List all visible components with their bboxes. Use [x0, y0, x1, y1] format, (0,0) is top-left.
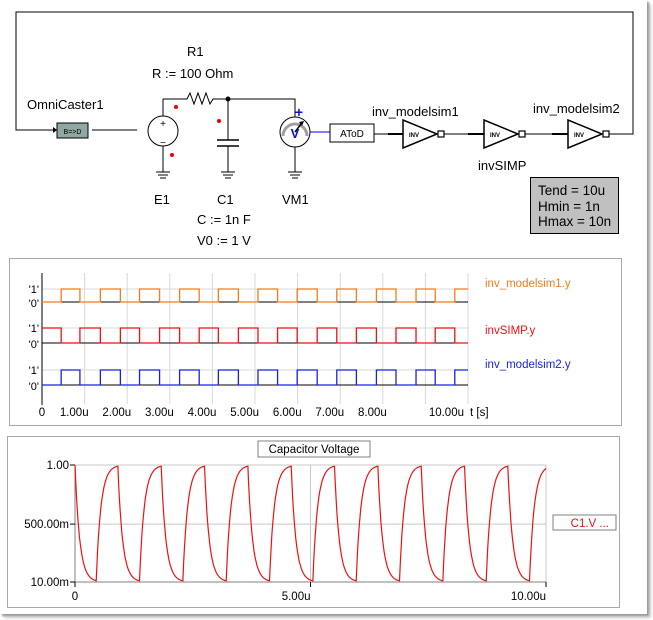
input-arrow-icon [53, 127, 57, 133]
inverter2-label: invSIMP [478, 158, 526, 173]
digital-waveform-panel[interactable]: '1' '0' '1' '0' '1' '0' inv_modelsim1.y invSIMP… [9, 258, 622, 426]
level-label-1: '1' [29, 284, 39, 296]
capacitor-c1[interactable] [217, 99, 239, 179]
waveform-inv-modelsim2-y [42, 369, 468, 386]
x-tick-label: 7.00u [315, 407, 344, 419]
chart-title-box [257, 440, 371, 458]
x-tick-label: 0 [72, 591, 78, 603]
digital-waveform-plot: '1' '0' '1' '0' '1' '0' inv_modelsim1.y invSIMP… [29, 273, 571, 419]
resistor-r1[interactable] [182, 91, 228, 106]
x-tick-label: 5.00u [230, 407, 259, 419]
inverter-inv-modelsim1[interactable]: INV [402, 118, 445, 150]
atod-label: AToD [340, 129, 364, 140]
chart-title: Capacitor Voltage [269, 444, 360, 456]
y-tick-label: 500.00m [24, 519, 69, 531]
level-label-0: '0' [29, 381, 39, 393]
voltmeter-label: VM1 [282, 192, 309, 207]
x-tick-label: 4.00u [188, 407, 217, 419]
capacitor-param-v0: V0 := 1 V [197, 233, 251, 248]
inverter-glyph: INV [574, 133, 584, 139]
x-tick-label: 1.00u [60, 407, 89, 419]
resistor-label: R1 [187, 44, 204, 59]
param-hmax: Hmax = 10n [538, 214, 612, 229]
inverter-glyph: INV [409, 133, 419, 139]
capacitor-voltage-trace [74, 464, 547, 582]
voltmeter-vm1[interactable]: V [279, 116, 311, 179]
param-tend: Tend = 10u [538, 183, 606, 198]
pin-marker-icon [174, 105, 178, 109]
omnicaster-block[interactable]: B=>D [56, 122, 89, 139]
legend-entry: invSIMP.y [485, 325, 536, 337]
simulation-parameters-box[interactable]: Tend = 10u Hmin = 1n Hmax = 10n [530, 177, 619, 234]
source-label: E1 [154, 192, 170, 207]
source-minus-sign: − [160, 138, 166, 149]
x-tick-label: 0 [39, 407, 45, 419]
x-tick-label: 8.00u [358, 407, 387, 419]
param-hmin: Hmin = 1n [538, 198, 600, 214]
pin-marker-icon [170, 153, 174, 157]
resistor-param: R := 100 Ohm [152, 66, 233, 81]
level-label-0: '0' [29, 339, 39, 351]
inverter1-label: inv_modelsim1 [372, 104, 459, 119]
schematic-canvas: B=>D OmniCaster1 + − E1 R1 R := 100 Ohm [15, 11, 634, 248]
x-tick-label: 2.00u [102, 407, 131, 419]
voltage-source-e1[interactable]: + − [147, 98, 182, 179]
inverter3-label: inv_modelsim2 [533, 101, 620, 116]
capacitor-param-c: C := 1n F [197, 212, 251, 227]
voltmeter-plus-sign: + [295, 104, 303, 120]
x-tick-label: 5.00u [282, 591, 311, 603]
omnicaster-label: OmniCaster1 [27, 97, 104, 112]
inverter-inv-modelsim2[interactable]: INV [567, 118, 610, 150]
legend-entry: inv_modelsim1.y [485, 278, 571, 290]
legend-box [552, 514, 617, 531]
x-tick-label: 10.00u [429, 407, 464, 419]
waveform-invsimp-y [42, 327, 468, 344]
y-tick-label: 10.00m [31, 577, 69, 589]
y-tick-label: 1.00 [47, 460, 69, 472]
x-tick-label: 10.00u [511, 591, 546, 603]
x-axis-label: t [s] [470, 407, 489, 419]
waveform-inv-modelsim1-y [42, 288, 468, 303]
level-label-1: '1' [29, 365, 39, 377]
atod-block[interactable]: AToD [329, 123, 375, 143]
voltmeter-glyph: V [291, 126, 300, 141]
inverter-glyph: INV [490, 133, 500, 139]
level-label-1: '1' [29, 323, 39, 335]
inverter-invsimp[interactable]: INV [483, 118, 526, 150]
legend-entry: inv_modelsim2.y [485, 359, 571, 371]
x-tick-label: 3.00u [145, 407, 174, 419]
pin-marker-icon [217, 119, 221, 123]
legend-entry: C1.V ... [571, 518, 609, 530]
x-tick-label: 6.00u [273, 407, 302, 419]
level-label-0: '0' [29, 298, 39, 310]
source-plus-sign: + [160, 119, 166, 130]
omnicaster-glyph: B=>D [64, 129, 82, 136]
capacitor-label: C1 [217, 192, 234, 207]
